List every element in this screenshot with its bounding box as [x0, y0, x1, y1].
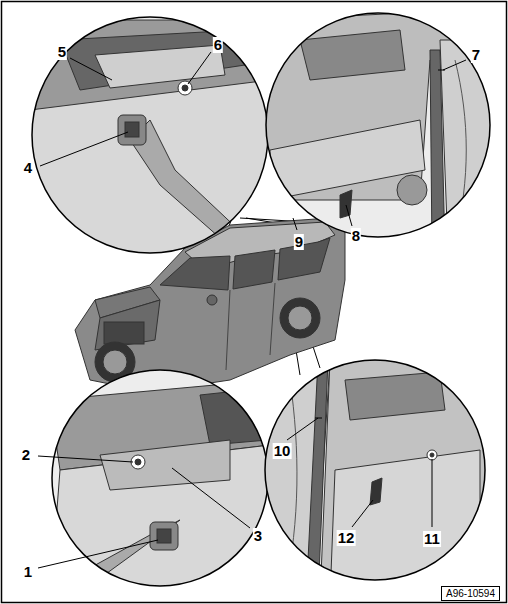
- callout-number: 2: [21, 447, 31, 463]
- callout-number: 10: [273, 443, 292, 459]
- callout-number: 9: [294, 234, 304, 250]
- callout-number: 5: [57, 44, 67, 60]
- callout-number: 8: [351, 228, 361, 244]
- callout-number: 12: [337, 530, 356, 546]
- callout-number: 7: [471, 47, 481, 63]
- callout-number: 6: [213, 37, 223, 53]
- callout-number: 1: [23, 564, 33, 580]
- callout-number: 4: [23, 160, 33, 176]
- reference-box: A96-10594: [441, 586, 500, 601]
- callout-number: 11: [423, 531, 441, 547]
- figure-reference: A96-10594: [446, 588, 495, 599]
- callout-number: 3: [253, 528, 263, 544]
